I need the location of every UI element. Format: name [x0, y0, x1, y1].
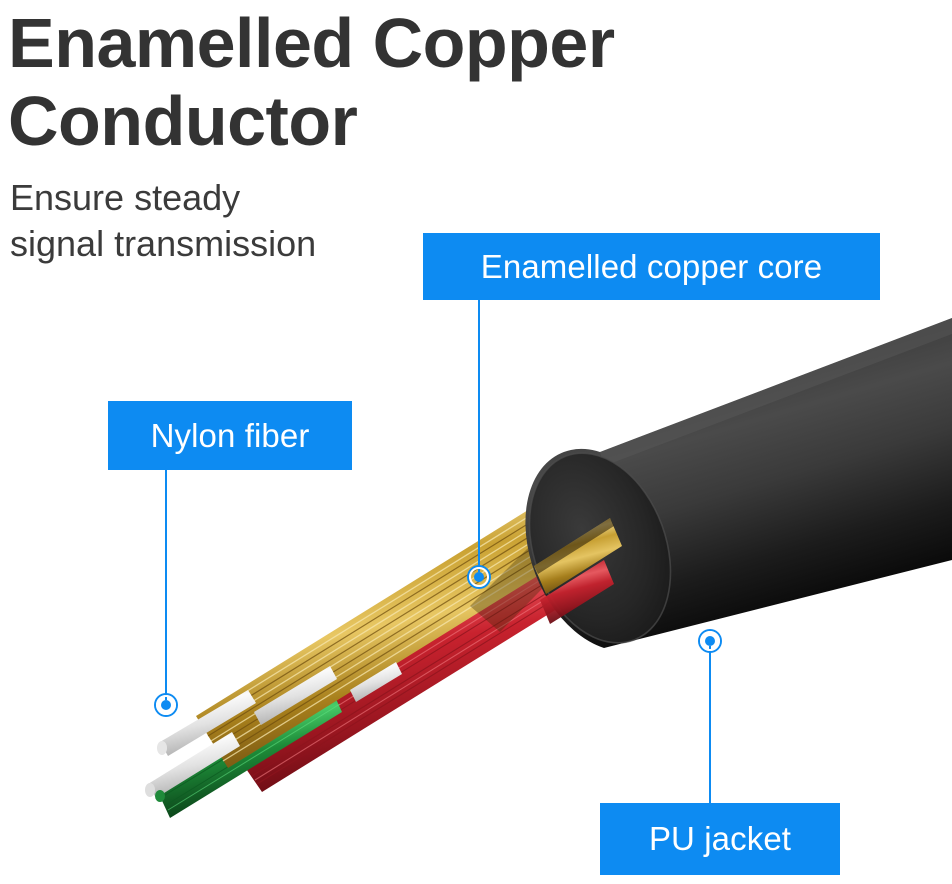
callout-dot-enamelled-copper-core: [469, 567, 489, 587]
strand-tips: [145, 741, 167, 802]
callout-label-pu-jacket: PU jacket: [600, 803, 840, 875]
leader-line-enamelled-copper-core: [478, 300, 480, 572]
callout-label-nylon-fiber: Nylon fiber: [108, 401, 352, 470]
callout-dot-nylon-fiber: [156, 695, 176, 715]
callout-label-enamelled-copper-core: Enamelled copper core: [423, 233, 880, 300]
pu-jacket: [525, 318, 952, 648]
leader-line-nylon-fiber: [165, 470, 167, 700]
callout-dot-pu-jacket: [700, 631, 720, 651]
exposed-wire-bundle: [145, 470, 612, 818]
leader-line-pu-jacket: [709, 646, 711, 803]
page-subtitle: Ensure steady signal transmission: [10, 177, 317, 264]
page-title: Enamelled Copper Conductor: [8, 4, 615, 160]
pu-jacket-cut-face: [529, 453, 671, 643]
copper-strands: [196, 470, 612, 768]
nylon-fibers: [148, 662, 402, 798]
green-strands: [158, 686, 342, 818]
red-strands: [240, 512, 612, 792]
